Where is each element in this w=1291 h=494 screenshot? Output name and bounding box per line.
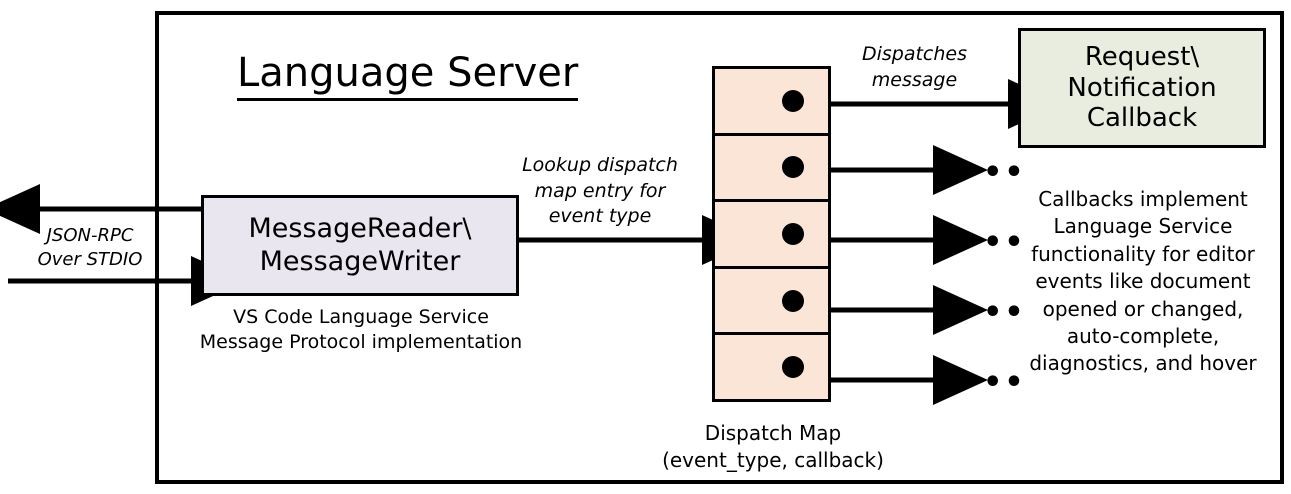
dispatch-map-row[interactable] (712, 66, 831, 136)
lookup-label-line1: Lookup dispatch (522, 154, 678, 176)
dispatch-caption-line1: Dispatch Map (704, 421, 842, 445)
callback-desc-line2: Language Service (1053, 214, 1233, 239)
dispatches-label-line1: Dispatches (861, 43, 968, 65)
message-caption-line2: Message Protocol implementation (199, 331, 523, 354)
dispatch-caption-line2: (event_type, callback) (662, 448, 884, 472)
callback-desc-line5: opened or changed, (1042, 296, 1244, 321)
dispatch-map-table[interactable] (712, 66, 831, 414)
dispatch-map-row[interactable] (712, 265, 831, 336)
message-box-caption: VS Code Language Service Message Protoco… (181, 305, 541, 355)
lookup-dispatch-label: Lookup dispatch map entry for event type (505, 153, 695, 230)
dispatch-map-row[interactable] (712, 132, 831, 203)
callback-box-line1: Request\ (1084, 41, 1200, 72)
ellipsis-row-4: ••• (962, 295, 1026, 330)
page-title: Language Server (237, 50, 579, 101)
callback-pointer-dot (782, 156, 804, 179)
dispatches-message-label: Dispatches message (832, 41, 997, 93)
lookup-label-line2: map entry for (534, 179, 666, 202)
message-box-line2: MessageWriter (259, 245, 461, 277)
callback-desc-line1: Callbacks implement (1038, 187, 1248, 211)
jsonrpc-label-line2: Over STDIO (37, 249, 143, 271)
ellipsis-row-5: ••• (962, 365, 1026, 400)
callback-description: Callbacks implement Language Service fun… (1012, 186, 1274, 378)
callback-desc-line4: events like document (1035, 269, 1251, 294)
language-server-container (155, 11, 1284, 484)
callback-pointer-dot (782, 356, 804, 379)
dispatches-label-line2: message (871, 69, 958, 92)
callback-desc-line6: auto-complete, (1066, 323, 1220, 348)
callback-desc-line7: diagnostics, and hover (1029, 351, 1257, 376)
callback-pointer-dot (782, 89, 804, 112)
callback-desc-line3: functionality for editor (1031, 241, 1255, 266)
dispatch-map-row[interactable] (712, 199, 831, 269)
dispatch-map-row[interactable] (712, 332, 831, 402)
message-reader-writer-box[interactable]: MessageReader\ MessageWriter (201, 195, 519, 296)
page-title-text: Language Server (237, 50, 579, 101)
ellipsis-row-3: ••• (962, 225, 1026, 260)
callback-pointer-dot (782, 222, 804, 245)
callback-box-line3: Callback (1086, 103, 1198, 134)
message-box-line1: MessageReader\ (248, 212, 472, 244)
callback-pointer-dot (782, 289, 804, 312)
callback-box-line2: Notification (1067, 72, 1217, 103)
ellipsis-row-2: ••• (962, 155, 1026, 190)
jsonrpc-stdio-label: JSON-RPC Over STDIO (20, 224, 160, 273)
message-caption-line1: VS Code Language Service (233, 306, 489, 328)
request-notification-callback-box[interactable]: Request\ Notification Callback (1018, 28, 1266, 148)
dispatch-map-caption: Dispatch Map (event_type, callback) (638, 420, 908, 474)
jsonrpc-label-line1: JSON-RPC (46, 225, 134, 246)
lookup-label-line3: event type (548, 205, 652, 228)
